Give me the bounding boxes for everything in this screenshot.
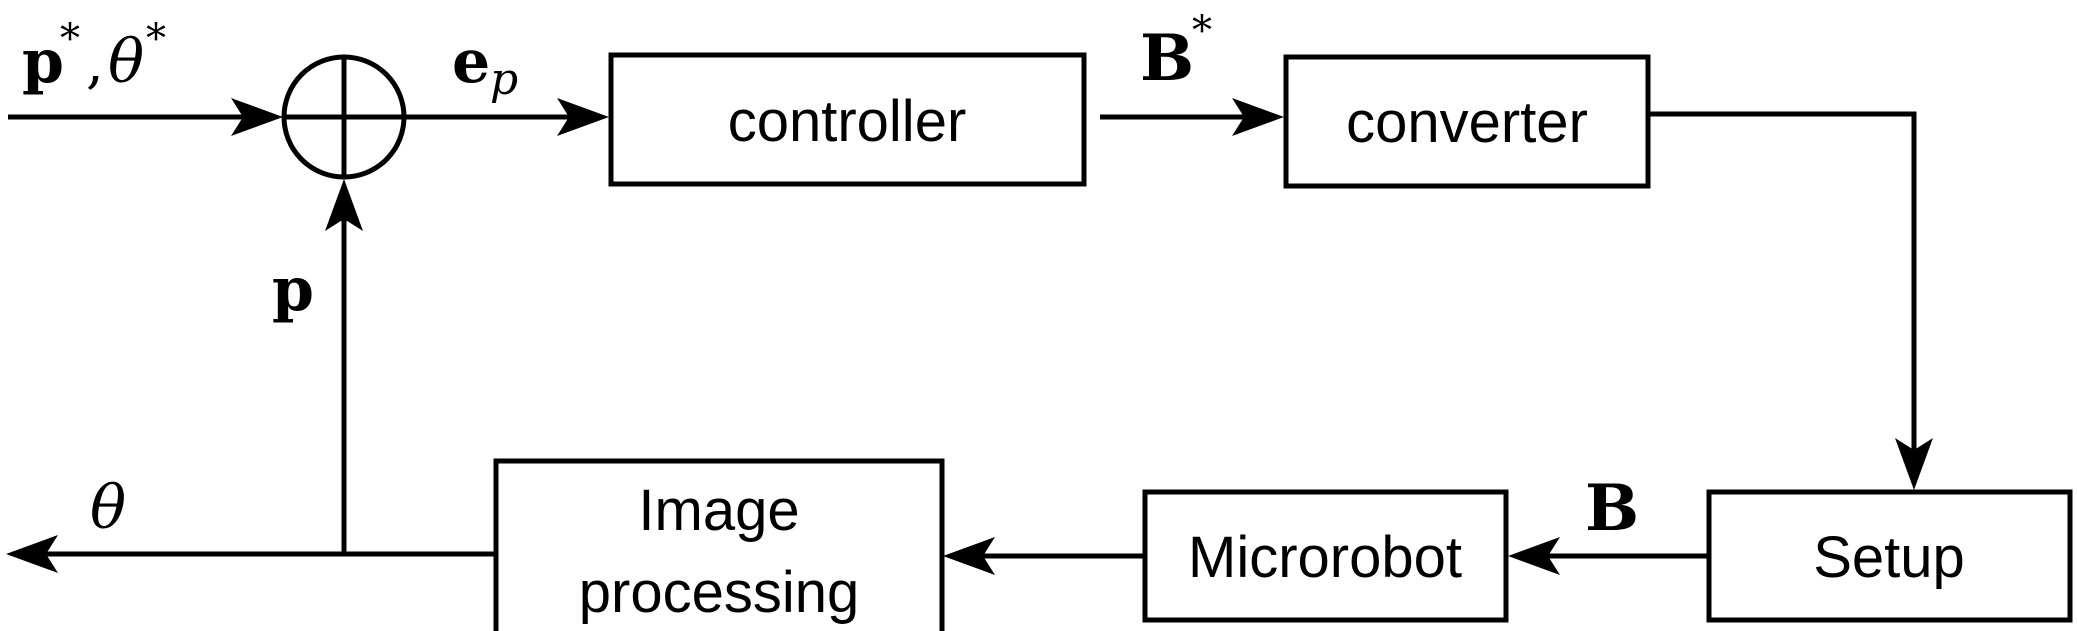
image-processing-label-line1: Image (638, 478, 799, 543)
image-processing-block: Image processing (493, 458, 945, 631)
microrobot-to-image-processing-arrow (943, 537, 1145, 575)
reference-label: p * , θ * (22, 16, 166, 97)
field-reference-star: * (1192, 8, 1212, 54)
output-theta-label: θ (90, 473, 126, 543)
feedback-p-label: p (272, 255, 314, 325)
microrobot-label: Microrobot (1188, 525, 1462, 590)
field-B-label: B (1585, 471, 1639, 546)
reference-input-arrow (8, 98, 283, 136)
reference-comma: , (86, 31, 104, 96)
setup-block: Setup (1706, 489, 2073, 623)
controller-label: controller (728, 89, 967, 154)
controller-block: controller (608, 52, 1087, 187)
field-reference-arrow (1100, 98, 1284, 136)
microrobot-block: Microrobot (1142, 489, 1509, 623)
reference-theta-symbol: θ (108, 27, 144, 97)
field-reference-label: B * (1140, 8, 1212, 96)
reference-theta-star: * (146, 16, 166, 62)
converter-to-setup-arrow (1648, 111, 1933, 490)
error-label: e p (452, 27, 518, 105)
error-subscript: p (490, 54, 518, 105)
error-signal-arrow (404, 98, 609, 136)
field-arrow (1508, 537, 1709, 575)
feedback-position-arrow (325, 179, 363, 554)
converter-label: converter (1346, 90, 1588, 155)
field-reference-B-symbol: B (1140, 21, 1194, 96)
reference-p-star: * (60, 16, 80, 62)
reference-p-symbol: p (22, 27, 64, 97)
image-processing-label-line2: processing (579, 560, 859, 625)
summing-junction (281, 54, 407, 180)
converter-block: converter (1283, 54, 1651, 189)
theta-output-arrow (6, 535, 496, 573)
setup-label: Setup (1813, 525, 1965, 590)
error-e-symbol: e (452, 27, 490, 97)
